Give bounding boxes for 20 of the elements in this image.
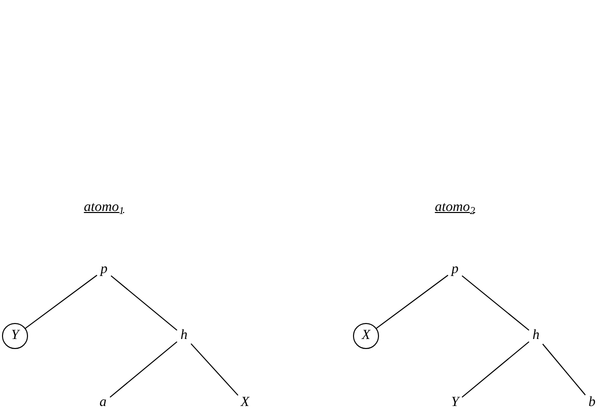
tree-edge <box>24 274 98 329</box>
tree-edge <box>110 341 178 398</box>
tree-edge <box>542 344 586 396</box>
tree-edge <box>376 274 448 329</box>
tree-edge <box>462 275 530 331</box>
tree-edge <box>462 341 530 398</box>
tree-node-label: b <box>585 395 597 411</box>
tree-title: atomo$_{1}$ <box>84 201 124 215</box>
tree-node-label: Y <box>448 395 462 411</box>
tree-node-label: p <box>448 262 462 278</box>
tree-edge <box>110 275 178 331</box>
tree-title: atomo$_{2}$ <box>434 201 476 215</box>
circled-variable: X <box>353 323 379 349</box>
tree-node-label: p <box>97 262 111 278</box>
tree-node-label: a <box>96 395 110 411</box>
tree-edge <box>190 343 238 396</box>
circled-variable: Y <box>2 323 28 349</box>
tree-node-label: h <box>177 328 191 344</box>
tree-node-label: X <box>238 395 252 411</box>
tree-node-label: h <box>529 328 543 344</box>
